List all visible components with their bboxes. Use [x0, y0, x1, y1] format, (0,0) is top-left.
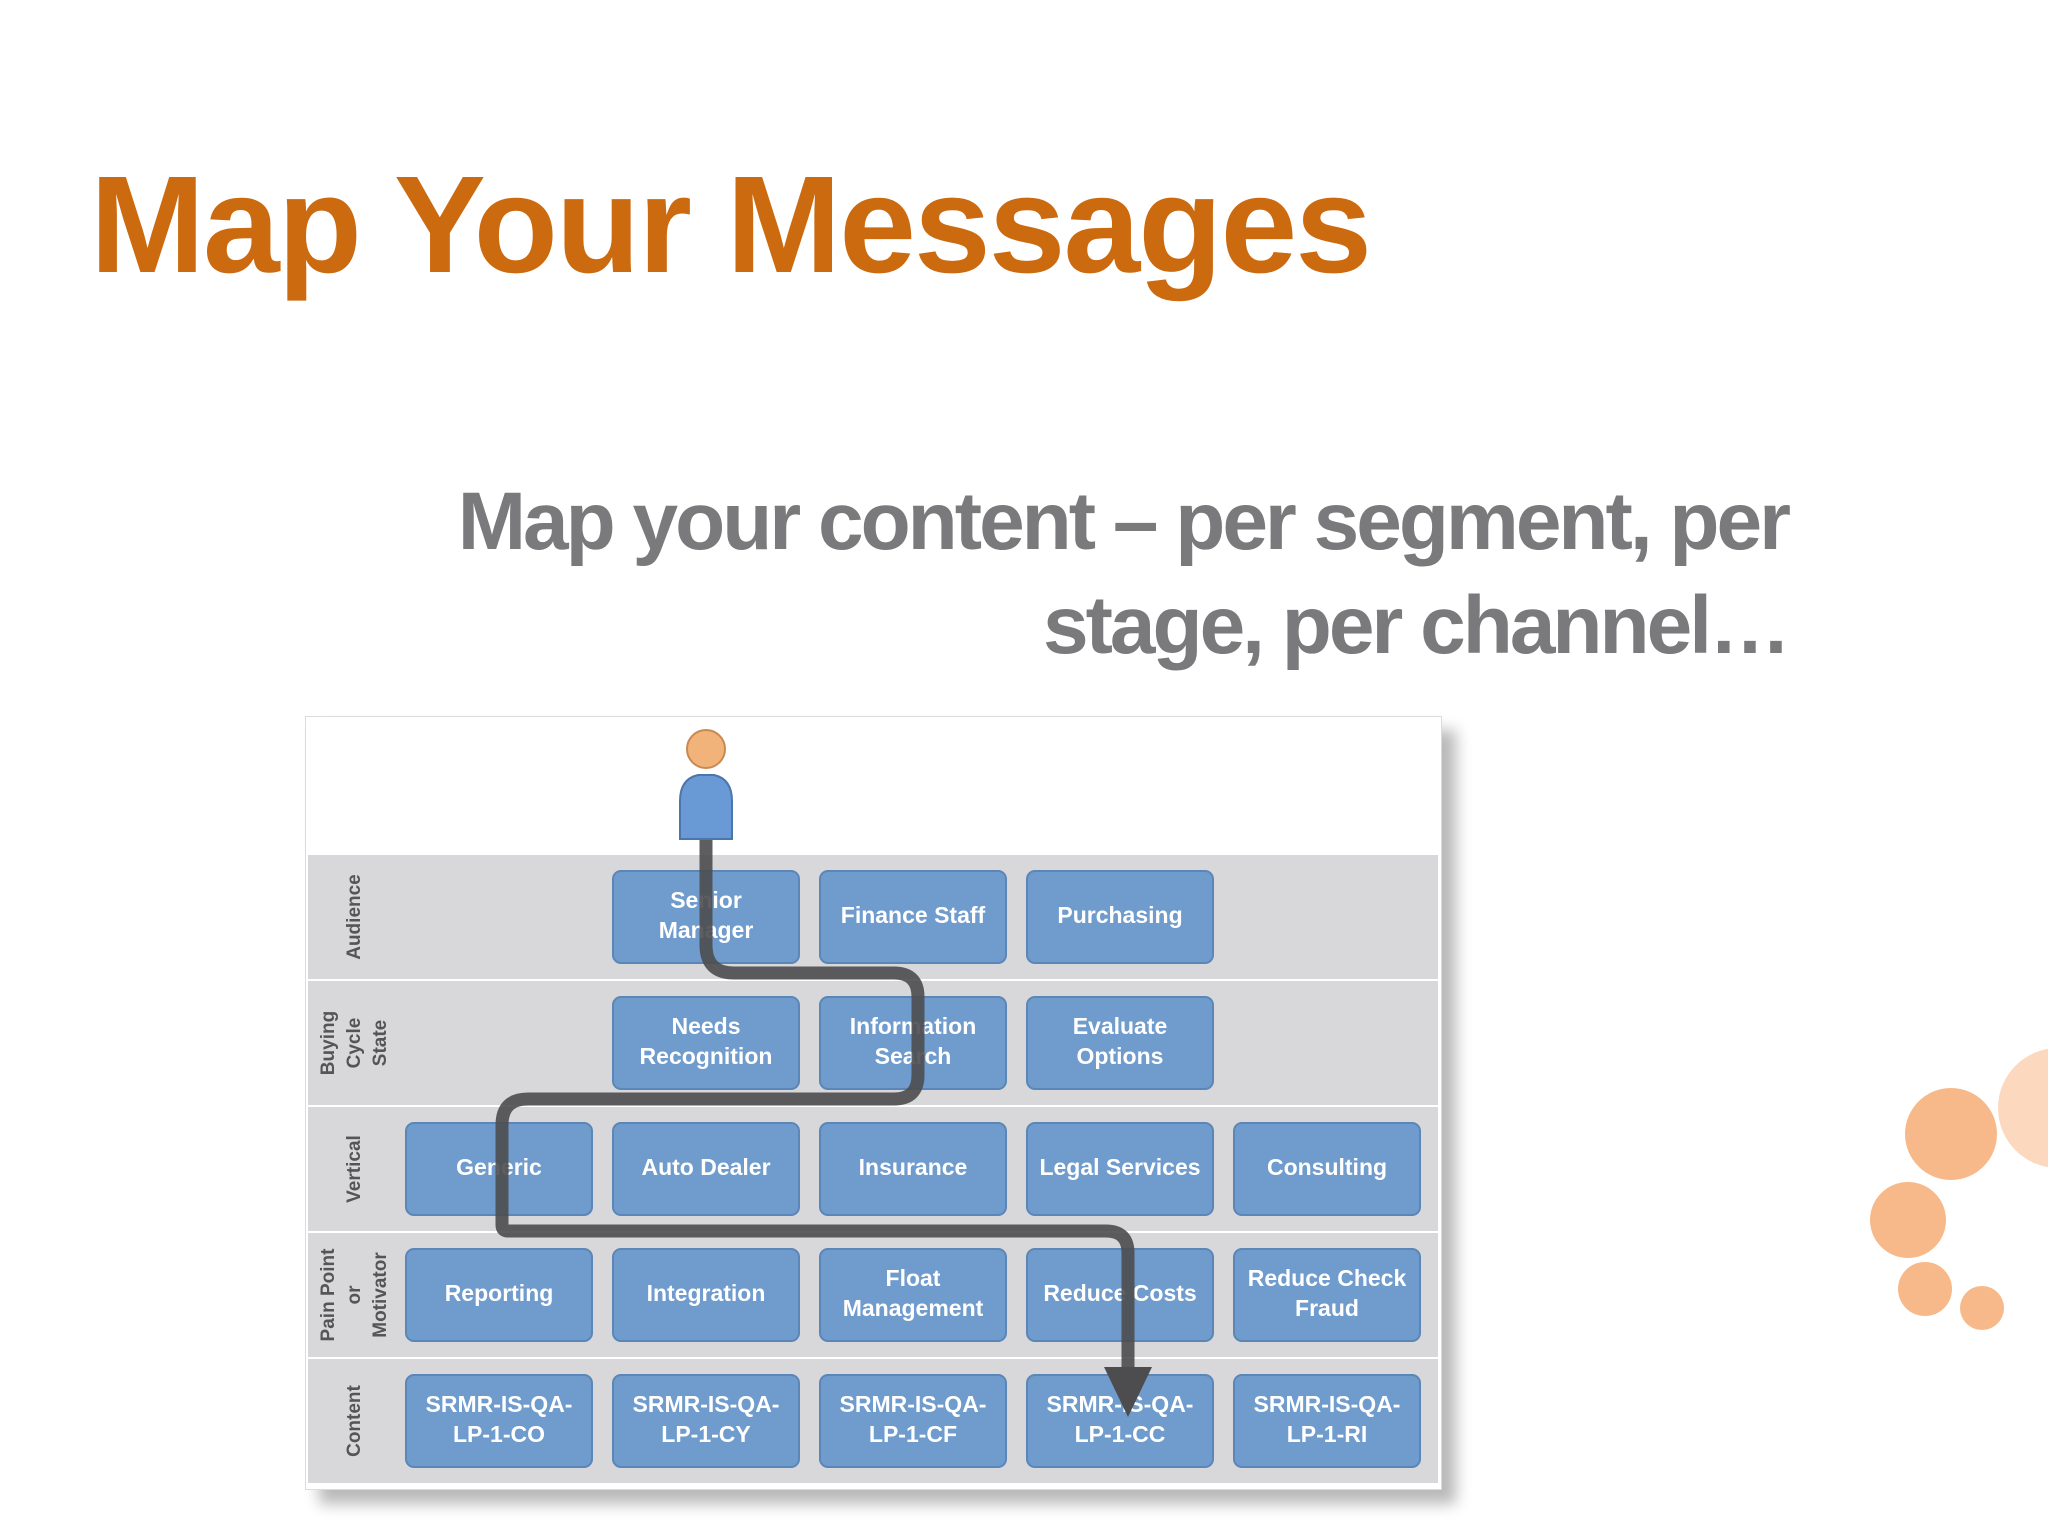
cell-label: Evaluate	[1073, 1013, 1168, 1039]
row-label: State	[370, 1020, 391, 1066]
decorative-dot	[1898, 1262, 1952, 1316]
row-label: Motivator	[370, 1252, 391, 1338]
cell-label: SRMR-IS-QA-	[426, 1391, 573, 1417]
decorative-dot	[1960, 1286, 2004, 1330]
cell-label: Fraud	[1295, 1295, 1359, 1321]
row-label: or	[344, 1285, 365, 1305]
cell-label: LP-1-CO	[453, 1421, 545, 1447]
row-label: Buying	[318, 1011, 339, 1075]
person-head	[686, 729, 726, 769]
cell-label: Options	[1077, 1043, 1164, 1069]
journey-arrowhead	[1104, 1367, 1152, 1417]
diagram-cell	[405, 1248, 593, 1342]
diagram-cell	[819, 870, 1007, 964]
cell-label: Recognition	[640, 1043, 773, 1069]
cell-label: Needs	[671, 1013, 740, 1039]
subtitle-line-1: Map your content – per segment, per	[457, 476, 1791, 567]
cell-label: Reduce Check	[1248, 1265, 1407, 1291]
row-label: Vertical	[344, 1135, 365, 1203]
cell-label: Float	[886, 1265, 941, 1291]
diagram-cell	[612, 1248, 800, 1342]
diagram-cell	[612, 1374, 800, 1468]
diagram-cell	[405, 1374, 593, 1468]
diagram-cell	[1026, 1248, 1214, 1342]
cell-label: SRMR-IS-QA-	[633, 1391, 780, 1417]
subtitle-line-2: stage, per channel…	[1042, 580, 1791, 671]
diagram-cell	[1233, 1122, 1421, 1216]
cell-label: Purchasing	[1057, 902, 1182, 928]
cell-label: Reduce Costs	[1043, 1280, 1196, 1306]
decorative-dot	[1998, 1048, 2048, 1168]
journey-path	[495, 827, 1135, 1377]
cell-label: LP-1-CC	[1075, 1421, 1166, 1447]
person-icon	[679, 729, 733, 840]
diagram-cell	[1233, 1248, 1421, 1342]
slide-subtitle: Map your content – per segment, per stag…	[288, 470, 1791, 678]
diagram-cell	[1026, 870, 1214, 964]
cell-label: Management	[843, 1295, 984, 1321]
cell-label: Insurance	[859, 1154, 968, 1180]
row-label: Content	[344, 1384, 365, 1456]
cell-label: SRMR-IS-QA-	[840, 1391, 987, 1417]
cell-label: Finance Staff	[841, 902, 986, 928]
row-label: Audience	[344, 874, 365, 960]
diagram-cell	[819, 1248, 1007, 1342]
diagram-cell	[612, 996, 800, 1090]
cell-label: LP-1-CY	[661, 1421, 750, 1447]
decorative-dot	[1870, 1182, 1946, 1258]
cell-label: LP-1-RI	[1287, 1421, 1368, 1447]
row-label: Cycle	[344, 1018, 365, 1069]
cell-label: SRMR-IS-QA-	[1254, 1391, 1401, 1417]
cell-label: Legal Services	[1039, 1154, 1200, 1180]
cell-label: Auto Dealer	[641, 1154, 770, 1180]
cell-label: Reporting	[445, 1280, 554, 1306]
diagram-cell	[1233, 1374, 1421, 1468]
cell-label: Consulting	[1267, 1154, 1387, 1180]
decorative-dot	[1905, 1088, 1997, 1180]
cell-label: Integration	[647, 1280, 766, 1306]
person-body	[679, 774, 733, 840]
diagram-cell	[612, 1122, 800, 1216]
cell-label: LP-1-CF	[869, 1421, 957, 1447]
diagram-cell	[819, 1374, 1007, 1468]
row-label: Pain Point	[318, 1248, 339, 1342]
slide-title: Map Your Messages	[90, 148, 1372, 302]
diagram-cell	[1026, 996, 1214, 1090]
diagram-cell	[819, 1122, 1007, 1216]
diagram-cell	[1026, 1122, 1214, 1216]
